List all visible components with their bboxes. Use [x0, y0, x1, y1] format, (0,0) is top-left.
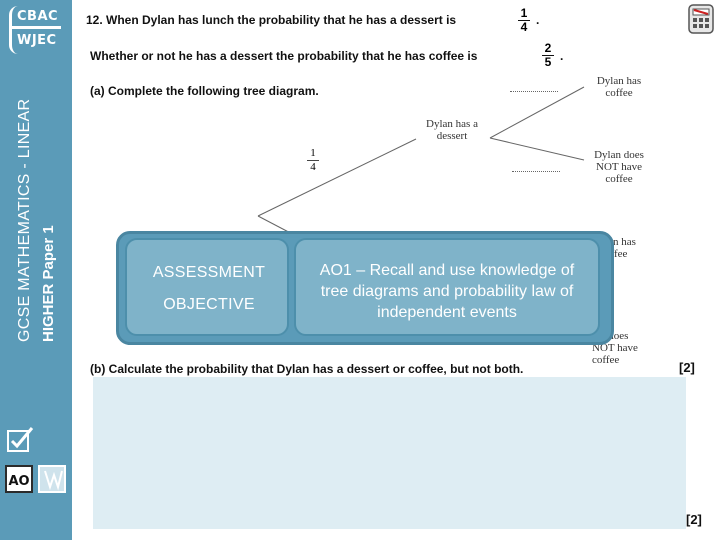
- answer-dots[interactable]: [510, 91, 558, 92]
- assessment-heading: ASSESSMENT: [152, 264, 266, 281]
- cbac-wjec-logo: CBAC WJEC: [9, 6, 61, 56]
- coffee-label-top: Dylan has coffee: [596, 75, 642, 99]
- dessert-branch: [257, 138, 417, 217]
- svg-text:AO: AO: [8, 474, 29, 489]
- rule-icon[interactable]: [38, 465, 66, 493]
- marks-part-a: [2]: [679, 360, 695, 375]
- assessment-objective-heading-box: ASSESSMENT OBJECTIVE: [125, 238, 289, 336]
- answer-area[interactable]: [93, 377, 686, 529]
- no-coffee-branch-top: [489, 137, 585, 161]
- no-coffee-label-top: Dylan does NOT have coffee: [594, 149, 644, 185]
- dessert-label: Dylan has a dessert: [426, 118, 478, 142]
- period: .: [536, 13, 540, 27]
- part-a-instruction: (a) Complete the following tree diagram.: [90, 84, 319, 98]
- checklist-icon[interactable]: [6, 425, 36, 455]
- assessment-objective-panel: ASSESSMENT OBJECTIVE AO1 – Recall and us…: [116, 231, 614, 345]
- logo-line-1: CBAC: [17, 9, 59, 24]
- objective-heading: OBJECTIVE: [163, 296, 255, 313]
- part-b-instruction: (b) Calculate the probability that Dylan…: [90, 362, 524, 376]
- question-line-2: Whether or not he has a dessert the prob…: [90, 49, 478, 63]
- assessment-objective-text-box: AO1 – Recall and use knowledge of tree d…: [294, 238, 600, 336]
- calculator-icon[interactable]: [688, 4, 714, 34]
- ao-icon[interactable]: AO: [5, 465, 33, 493]
- sidebar: CBAC WJEC GCSE MATHEMATICS - LINEAR HIGH…: [0, 0, 72, 540]
- assessment-objective-text: AO1 – Recall and use knowledge of tree d…: [319, 262, 575, 321]
- coffee-branch-top: [489, 86, 585, 139]
- period: .: [560, 49, 564, 63]
- question-line-1: 12. When Dylan has lunch the probability…: [86, 13, 457, 27]
- logo-line-2: WJEC: [17, 33, 57, 48]
- answer-dots[interactable]: [512, 171, 560, 172]
- marks-part-b: [2]: [686, 512, 702, 527]
